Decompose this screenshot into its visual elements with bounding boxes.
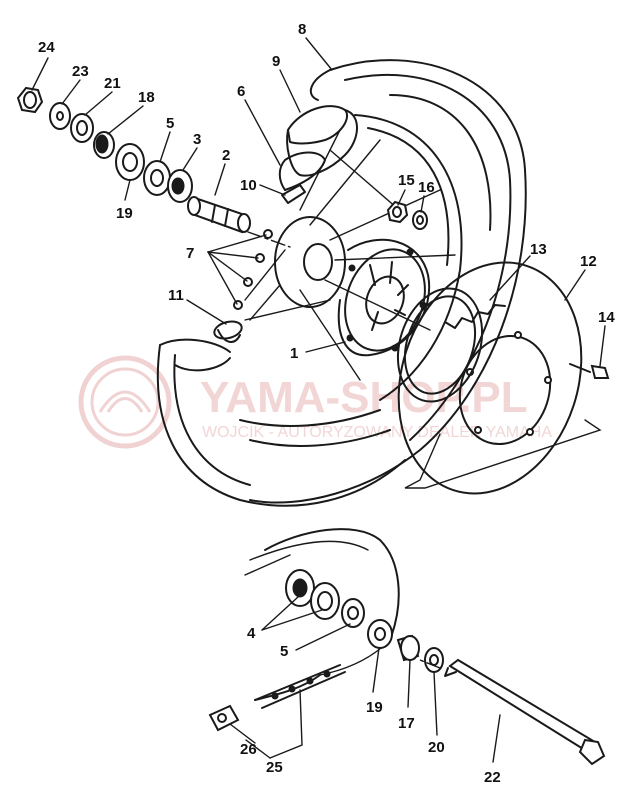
callout-24: 24 [38,39,55,56]
chain-adjuster [208,704,240,732]
axle-nut [16,86,44,114]
sprocket [397,261,583,495]
tuning-fork-emblem [78,355,172,449]
callout-6: 6 [237,83,245,100]
lower-exploded-view [208,528,606,766]
callout-18: 18 [138,89,155,106]
callout-11: 11 [168,287,184,304]
callout-20: 20 [428,739,445,756]
callout-5-upper: 5 [166,115,174,132]
chain-puller [254,664,346,709]
callout-26: 26 [240,741,257,758]
valve [281,184,306,204]
callout-17: 17 [398,715,415,732]
sprocket-bolt [569,363,610,379]
spacer-5 [341,598,365,628]
callout-22: 22 [484,769,501,786]
callout-3: 3 [193,131,201,148]
bearing-3 [167,169,193,203]
sprocket-nut [386,200,409,224]
axle [444,658,606,766]
spacer-2 [187,196,251,234]
sprocket-washer [412,210,428,230]
callout-2: 2 [222,147,230,164]
callout-4: 4 [247,625,256,642]
collar-18 [93,131,115,159]
left-axle-stack [16,86,251,234]
leader-lines [31,37,606,763]
callout-12: 12 [580,253,597,270]
lock-washer-21 [70,113,94,143]
callout-5-lower: 5 [280,643,288,660]
spoke-nipples [233,229,273,310]
callout-8: 8 [298,21,306,38]
callout-16: 16 [418,179,435,196]
callout-10: 10 [240,177,257,194]
collar-17 [396,634,420,662]
rim-lock [213,320,243,343]
inner-tube [286,105,358,177]
callout-1: 1 [290,345,298,362]
oil-seal-19 [115,143,145,181]
sprocket-gasket [396,287,484,403]
callout-19-upper: 19 [116,205,133,222]
rim-band [278,151,326,191]
bearing-5 [143,160,171,196]
watermark: YAMA-SHOP.PL WOJCIK - AUTORYZOWANY DEALE… [78,355,552,449]
callout-13: 13 [530,241,547,258]
callout-14: 14 [598,309,615,326]
bearing-4 [285,569,340,620]
callout-labels: 24 23 21 18 5 3 2 19 8 9 6 10 15 16 7 13… [38,21,615,786]
callout-9: 9 [272,53,280,70]
callout-23: 23 [72,63,89,80]
hub [274,216,431,357]
oil-seal-19b [367,619,393,649]
callout-15: 15 [398,172,415,189]
watermark-brand: YAMA-SHOP.PL [200,373,528,422]
wheel-rim [244,114,463,401]
callout-7: 7 [186,245,194,262]
watermark-subtext: WOJCIK - AUTORYZOWANY DEALER YAMAHA [202,424,552,441]
callout-25: 25 [266,759,283,776]
callout-19-lower: 19 [366,699,383,716]
callout-21: 21 [104,75,121,92]
washer-23 [49,102,71,130]
